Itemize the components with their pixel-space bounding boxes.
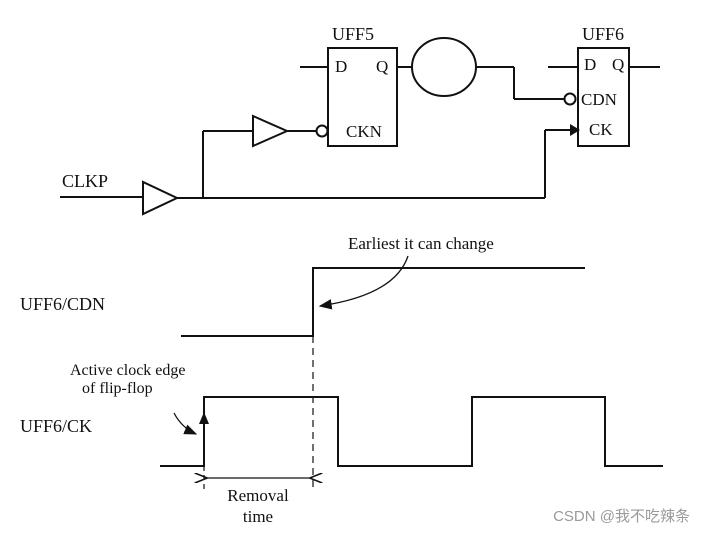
uff5-pin-q: Q <box>376 57 388 76</box>
ckn-inversion-bubble <box>315 124 329 138</box>
uff6-box <box>577 47 630 147</box>
uff6-pin-q: Q <box>612 55 624 74</box>
uff6-pin-cdn: CDN <box>581 90 617 109</box>
active-edge-arrow <box>173 412 198 435</box>
ck-waveform <box>160 396 663 467</box>
clock-buffer-1 <box>142 180 180 216</box>
uff5-box <box>327 47 398 147</box>
ck-arrow-icon <box>570 124 580 136</box>
rising-edge-arrow-icon <box>199 412 209 424</box>
clock-buffer-2 <box>252 114 290 148</box>
uff6-pin-d: D <box>584 55 596 74</box>
logic-cloud <box>411 37 477 97</box>
timing-diagram: UFF6/CDN Earliest it can change UFF6/CK … <box>20 234 663 526</box>
clkp-label: CLKP <box>62 171 108 191</box>
earliest-change-arrow <box>318 255 409 310</box>
uff5-pin-d: D <box>335 57 347 76</box>
uff6-name: UFF6 <box>582 24 624 44</box>
cdn-waveform <box>181 267 585 337</box>
active-edge-annotation-line1: Active clock edge <box>70 362 186 379</box>
ck-signal-label: UFF6/CK <box>20 416 92 436</box>
cdn-signal-label: UFF6/CDN <box>20 294 105 314</box>
active-edge-annotation-line2: of flip-flop <box>82 380 153 397</box>
removal-label-line1: Removal <box>227 486 289 505</box>
uff5-pin-ckn: CKN <box>346 122 382 141</box>
schematic: CLKP UFF5 D Q CKN UFF6 D Q CDN <box>60 24 660 216</box>
uff6-pin-ck: CK <box>589 120 613 139</box>
removal-label-line2: time <box>243 507 273 526</box>
csdn-watermark: CSDN @我不吃辣条 <box>553 508 690 525</box>
earliest-change-annotation: Earliest it can change <box>348 234 494 253</box>
uff5-name: UFF5 <box>332 24 374 44</box>
cdn-inversion-bubble <box>563 92 577 106</box>
